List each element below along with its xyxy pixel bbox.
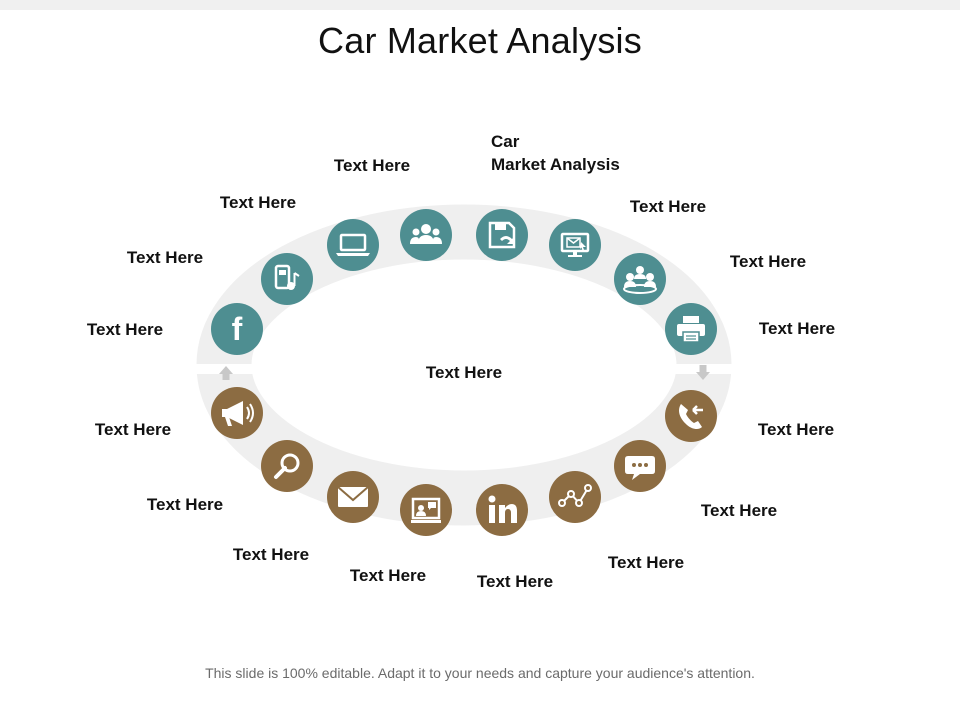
node-circle bbox=[261, 253, 313, 305]
ring-gap-left bbox=[195, 364, 265, 374]
node-label-11: Text Here bbox=[607, 553, 685, 572]
center-label: Text Here bbox=[425, 363, 503, 382]
phone-icon bbox=[679, 404, 703, 430]
node-circle bbox=[327, 219, 379, 271]
diagram-node-16 bbox=[211, 387, 263, 439]
floppy-disk-icon bbox=[488, 221, 516, 249]
node-circle bbox=[211, 303, 263, 355]
diagram-node-15 bbox=[261, 440, 313, 492]
diagram-node-14 bbox=[327, 471, 379, 523]
node-label-7: Text Here bbox=[729, 252, 807, 271]
svg-text:f: f bbox=[232, 311, 243, 347]
diagram-node-10 bbox=[614, 440, 666, 492]
diagram-node-3 bbox=[327, 219, 379, 271]
chat-icon bbox=[625, 456, 655, 480]
network-icon bbox=[558, 484, 592, 507]
diagram-node-5 bbox=[476, 209, 528, 261]
diagram-node-2 bbox=[261, 253, 313, 305]
diagram-heading-line2: Market Analysis bbox=[491, 155, 620, 174]
node-label-15: Text Here bbox=[146, 495, 224, 514]
diagram-node-8 bbox=[665, 303, 717, 355]
diagram-node-11 bbox=[549, 471, 601, 523]
node-label-6: Text Here bbox=[629, 197, 707, 216]
meeting-icon bbox=[623, 266, 657, 294]
node-circle bbox=[549, 219, 601, 271]
node-label-4: Text Here bbox=[333, 156, 411, 175]
slide-title: Car Market Analysis bbox=[318, 20, 642, 61]
diagram-node-7 bbox=[614, 253, 666, 305]
top-band bbox=[0, 0, 960, 10]
node-circle bbox=[261, 440, 313, 492]
diagram-node-12 bbox=[476, 484, 528, 536]
printer-icon bbox=[677, 316, 705, 343]
email-monitor-icon bbox=[560, 232, 590, 257]
node-label-16: Text Here bbox=[94, 420, 172, 439]
envelope-icon bbox=[337, 486, 369, 507]
node-label-10: Text Here bbox=[700, 501, 778, 520]
node-label-3: Text Here bbox=[219, 193, 297, 212]
diagram-node-13 bbox=[400, 484, 452, 536]
mobile-music-icon bbox=[274, 264, 300, 290]
facebook-icon: f bbox=[232, 311, 243, 347]
diagram-node-9 bbox=[665, 390, 717, 442]
node-label-8: Text Here bbox=[758, 319, 836, 338]
linkedin-icon bbox=[488, 495, 517, 523]
node-label-14: Text Here bbox=[232, 545, 310, 564]
arrow-up-icon bbox=[219, 366, 233, 380]
laptop-icon bbox=[336, 233, 370, 256]
megaphone-icon bbox=[222, 401, 254, 426]
arrow-down-icon bbox=[696, 365, 710, 380]
diagram-node-6 bbox=[549, 219, 601, 271]
node-circle bbox=[400, 484, 452, 536]
diagram-node-4 bbox=[400, 209, 452, 261]
diagram-node-1: f bbox=[211, 303, 263, 355]
ring-gap-right bbox=[664, 364, 734, 374]
node-label-2: Text Here bbox=[126, 248, 204, 267]
node-label-1: Text Here bbox=[86, 320, 164, 339]
team-icon bbox=[410, 224, 442, 244]
node-label-12: Text Here bbox=[476, 572, 554, 591]
node-label-9: Text Here bbox=[757, 420, 835, 439]
slide-footer: This slide is 100% editable. Adapt it to… bbox=[205, 665, 755, 681]
presentation-icon bbox=[411, 497, 441, 523]
search-icon bbox=[274, 453, 300, 479]
node-circle bbox=[476, 209, 528, 261]
node-label-13: Text Here bbox=[349, 566, 427, 585]
diagram-heading-line1: Car bbox=[491, 132, 520, 151]
node-circle bbox=[665, 390, 717, 442]
diagram-heading: Car Market Analysis bbox=[491, 130, 620, 176]
